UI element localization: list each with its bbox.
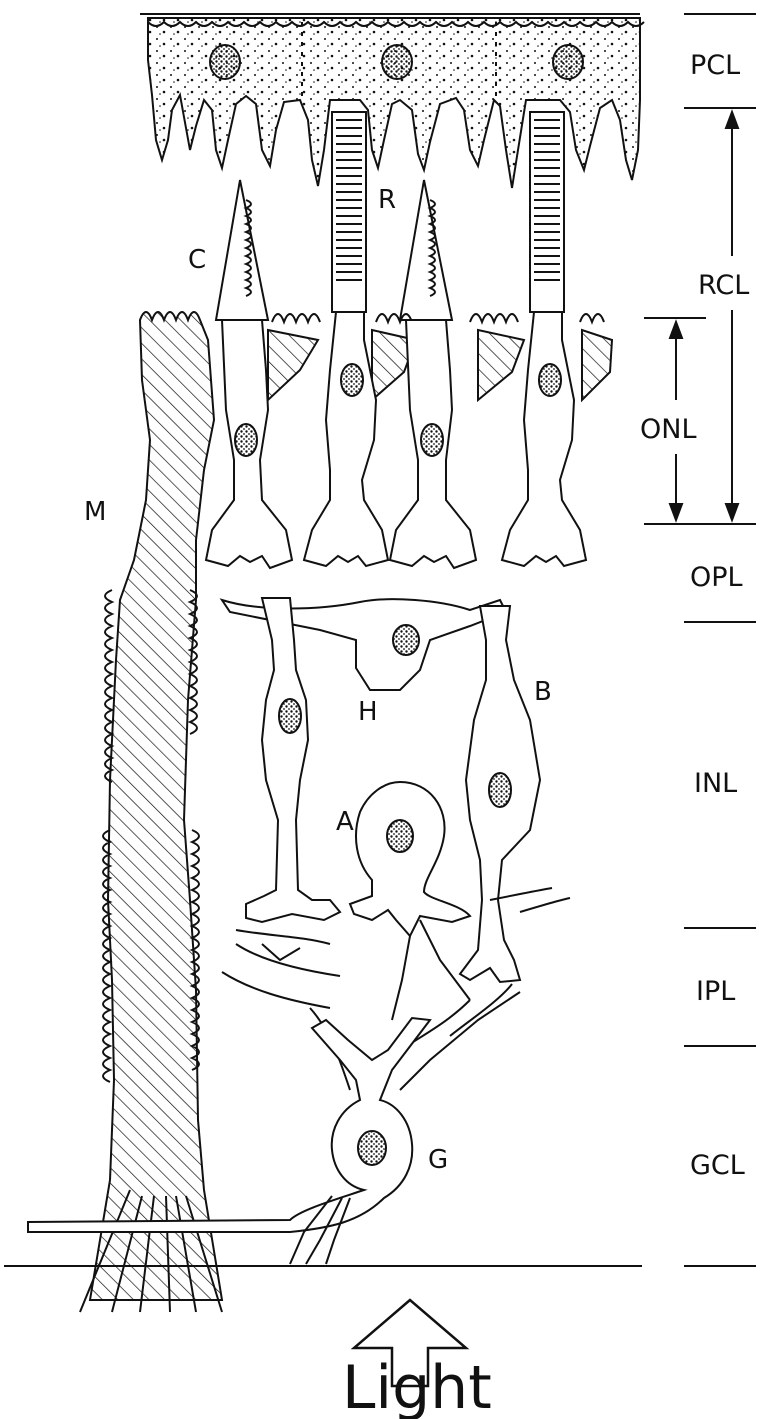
layer-label-ipl: IPL: [696, 976, 735, 1007]
cell-label-amacrine: A: [336, 807, 354, 837]
cell-label-horizontal: H: [358, 697, 378, 727]
layer-label-opl: OPL: [690, 562, 743, 593]
layer-label-inl: INL: [694, 768, 737, 799]
muller-cell: [80, 312, 222, 1312]
light-label: Light: [342, 1353, 492, 1419]
layer-label-gcl: GCL: [690, 1150, 745, 1181]
rod-outer-segments: [332, 112, 564, 312]
ganglion-cell: [28, 1018, 430, 1264]
cell-label-muller: M: [84, 497, 106, 527]
inner-nuclear-cells: [222, 598, 540, 982]
cell-label-rod: R: [378, 185, 396, 215]
layer-boundaries: [644, 14, 756, 1266]
layer-label-pcl: PCL: [690, 50, 740, 81]
layer-label-onl: ONL: [640, 414, 697, 445]
cell-label-ganglion: G: [428, 1145, 448, 1175]
pigment-epithelium: [140, 14, 644, 188]
cell-label-bipolar: B: [534, 677, 552, 707]
cell-label-cone: C: [188, 245, 206, 275]
layer-label-rcl: RCL: [698, 270, 749, 301]
